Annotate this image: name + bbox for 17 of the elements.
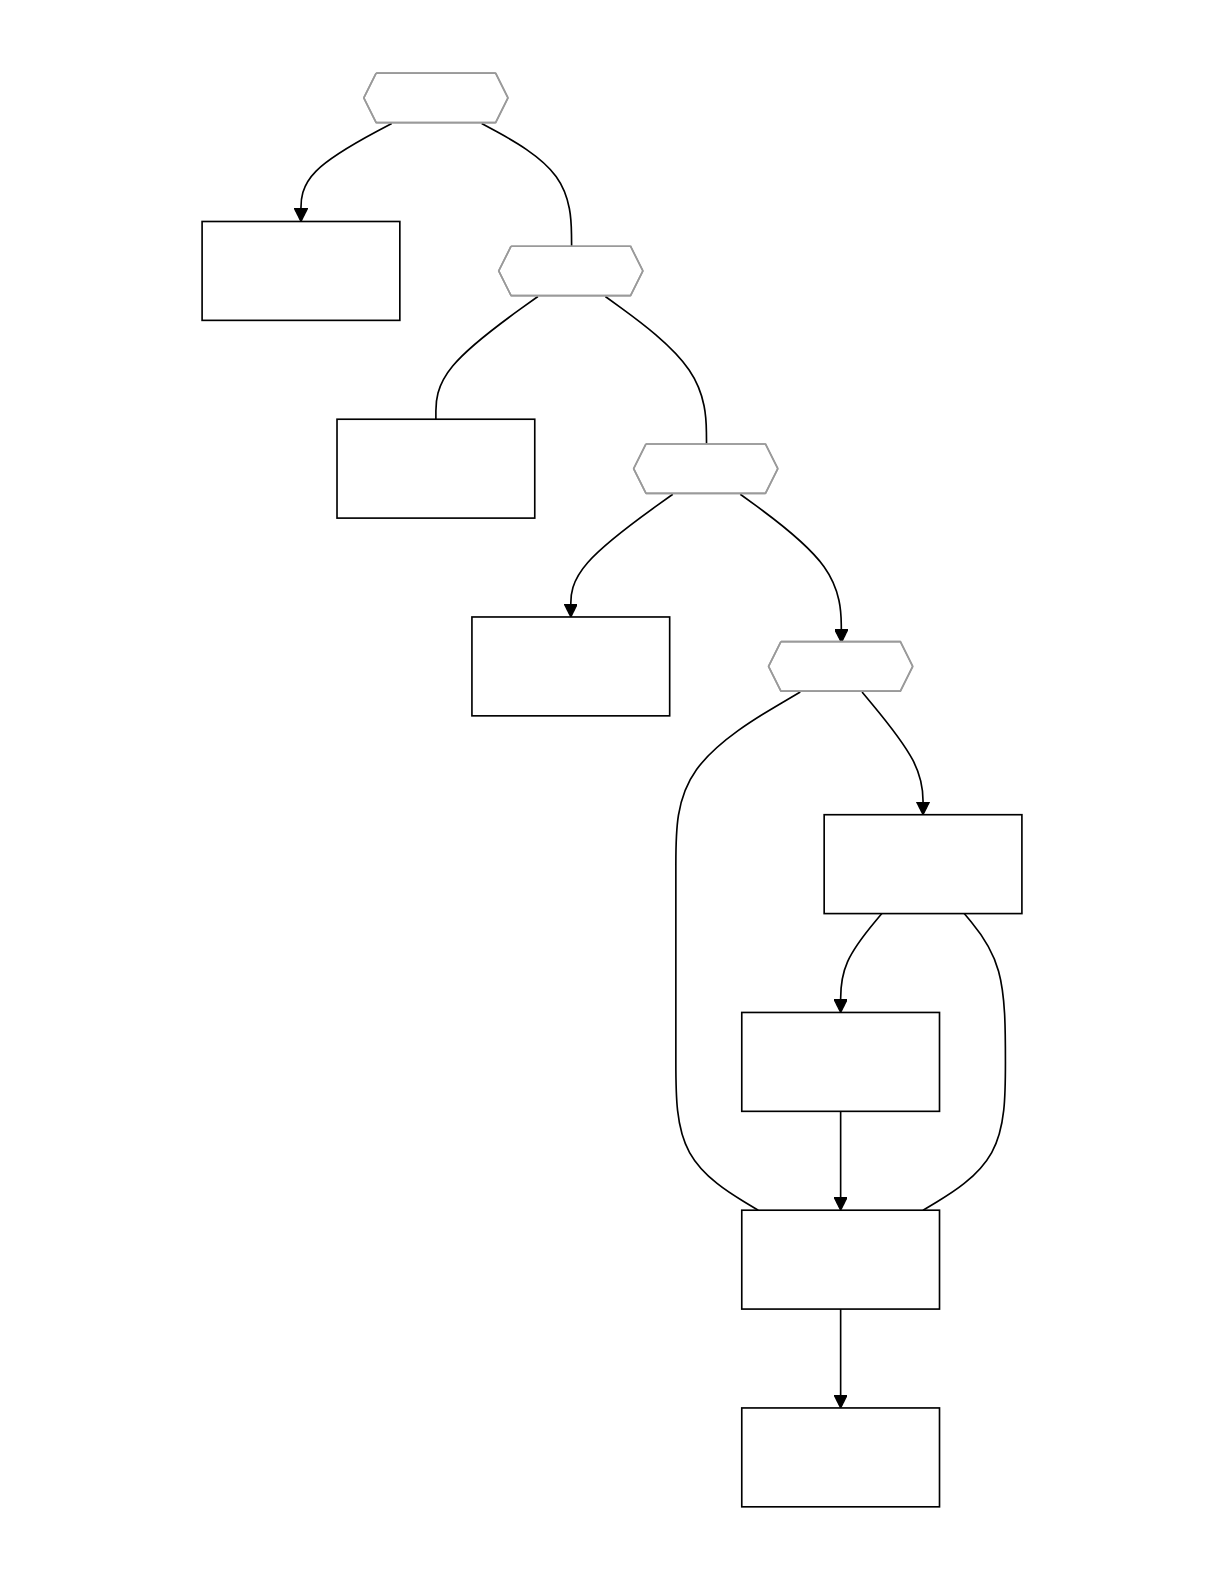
node-box — [740, 1407, 941, 1508]
node-box — [740, 1209, 941, 1310]
node-box — [823, 813, 1023, 915]
node-box — [201, 220, 401, 322]
arrow — [563, 493, 674, 618]
node-box — [471, 616, 671, 717]
connector — [435, 295, 539, 421]
arrow — [833, 1110, 848, 1211]
connector — [922, 912, 1007, 1212]
arrow — [833, 912, 883, 1014]
node-box — [336, 418, 536, 519]
node-box — [740, 1011, 941, 1113]
connector — [480, 122, 573, 248]
arrow — [293, 122, 393, 223]
arrow — [861, 691, 931, 816]
connector — [675, 691, 802, 1212]
arrow — [833, 1308, 848, 1409]
